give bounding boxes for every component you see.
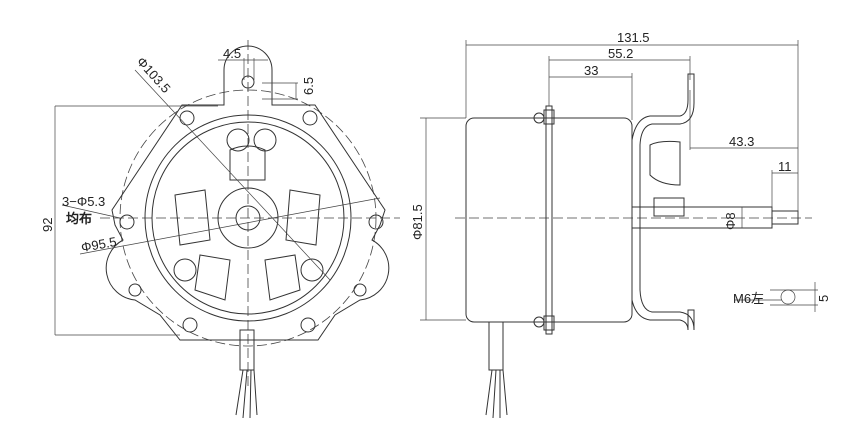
lead-wires-side bbox=[485, 321, 508, 419]
lead-wires bbox=[235, 329, 258, 419]
mounting-flange bbox=[545, 105, 553, 335]
dim-shaft-extension: 43.3 bbox=[729, 134, 754, 149]
dim-slot-height: 6.5 bbox=[301, 77, 316, 95]
shaft-thread bbox=[771, 210, 799, 225]
dim-shaft-thread-length: 11 bbox=[778, 159, 792, 174]
hub-inner bbox=[235, 205, 261, 231]
motor-body bbox=[465, 117, 633, 323]
bearing-housing bbox=[649, 140, 681, 186]
shaft bbox=[631, 206, 773, 229]
dim-thread-spec: M6左 bbox=[733, 291, 764, 306]
stator-ring bbox=[144, 114, 352, 322]
dim-body-diameter: Φ81.5 bbox=[410, 204, 425, 240]
side-dimension-lines bbox=[420, 40, 818, 321]
dim-thread-flat: 5 bbox=[816, 295, 831, 302]
dim-pitch-diameter: Φ95.5 bbox=[80, 234, 118, 255]
flange-outline bbox=[105, 45, 390, 341]
vent-cutouts bbox=[173, 128, 324, 301]
front-dimension-lines bbox=[54, 58, 381, 336]
dim-height: 92 bbox=[40, 218, 55, 232]
hub-outer bbox=[217, 187, 279, 249]
dim-hole-spec: 3−Φ5.3 bbox=[62, 194, 105, 209]
flange-bolts bbox=[533, 109, 555, 331]
inner-ring bbox=[151, 121, 345, 315]
dim-total-length: 131.5 bbox=[617, 30, 650, 45]
side-view: 131.5 55.2 33 43.3 11 Φ81.5 Φ8 M6左 5 bbox=[410, 30, 831, 419]
dim-hole-note: 均布 bbox=[66, 211, 92, 226]
front-view: 4.5 6.5 Φ103.5 3−Φ5.3 均布 Φ95.5 92 bbox=[40, 40, 400, 419]
dim-shaft-diameter: Φ8 bbox=[723, 212, 738, 230]
dim-mount-to-face: 33 bbox=[584, 63, 598, 78]
bracket bbox=[631, 73, 695, 331]
mounting-holes bbox=[119, 75, 384, 333]
dim-slot-width: 4.5 bbox=[223, 46, 241, 61]
dim-mount-to-bracket: 55.2 bbox=[608, 46, 633, 61]
